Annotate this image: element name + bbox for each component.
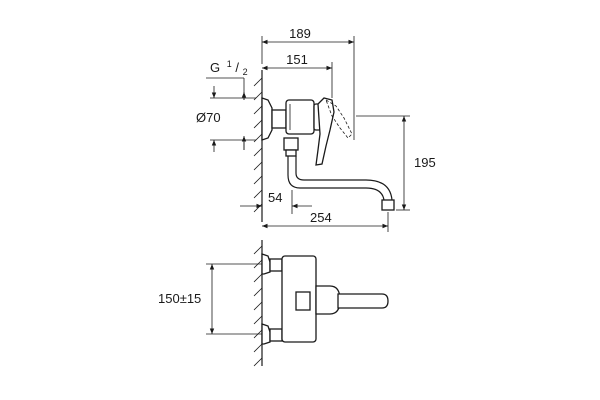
dim-254: 254 xyxy=(262,210,389,232)
rosette xyxy=(261,97,273,141)
spout-top xyxy=(337,293,389,309)
lever-base xyxy=(295,291,311,311)
dim-diameter: Ø70 xyxy=(196,86,256,152)
rosette-lower xyxy=(261,323,271,345)
dim-189-label: 189 xyxy=(289,26,311,41)
dim-151-label: 151 xyxy=(286,52,308,67)
side-view xyxy=(253,70,395,222)
dim-54: 54 xyxy=(240,190,312,214)
dim-189: 189 xyxy=(261,26,355,140)
wall-top xyxy=(253,70,263,222)
dim-150: 150±15 xyxy=(158,263,262,335)
lever-top xyxy=(315,285,341,315)
top-view xyxy=(253,240,389,367)
spout-nut xyxy=(283,137,299,151)
lever-open-position xyxy=(325,99,353,139)
spout-pipe xyxy=(287,156,385,201)
svg-text:G 1 / 2: G 1 / 2 xyxy=(210,55,248,77)
thread-size: G 1 / 2 xyxy=(206,55,248,150)
aerator xyxy=(381,199,395,211)
thread-num: 1 xyxy=(227,59,232,69)
diameter-label: Ø70 xyxy=(196,110,221,125)
dim-151: 151 xyxy=(262,52,333,98)
lever-handle xyxy=(315,97,335,166)
wall-bottom xyxy=(253,240,263,367)
connector-upper xyxy=(269,258,283,272)
thread-prefix: G xyxy=(210,60,220,75)
dim-195-label: 195 xyxy=(414,155,436,170)
dim-150-label: 150±15 xyxy=(158,291,201,306)
connector-lower xyxy=(269,328,283,342)
wall-connector xyxy=(271,109,287,129)
dim-254-label: 254 xyxy=(310,210,332,225)
spout-nut-lower xyxy=(285,149,297,157)
rosette-upper xyxy=(261,253,271,275)
dim-195: 195 xyxy=(356,115,436,211)
dim-54-label: 54 xyxy=(268,190,282,205)
thread-den: 2 xyxy=(243,67,248,77)
